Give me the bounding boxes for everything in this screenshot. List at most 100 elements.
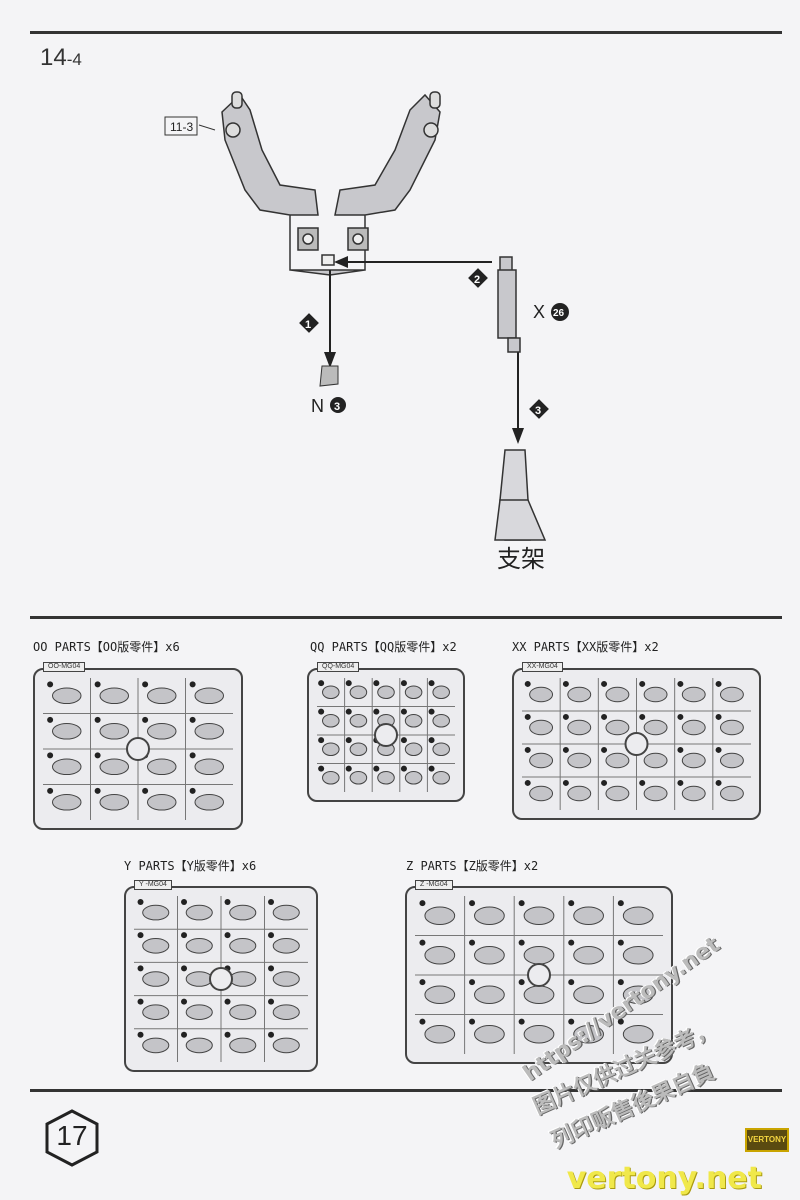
part-n-letter: N (311, 396, 324, 416)
part-number-dot (419, 979, 426, 986)
part-number-dot (469, 1018, 476, 1025)
runner-part (681, 719, 706, 736)
part-number-dot (419, 939, 426, 946)
part-number-dot (524, 746, 531, 753)
part-number-dot (318, 765, 325, 772)
part-number-dot (47, 787, 54, 794)
part-number-dot (617, 1018, 624, 1025)
z-parts-label: Z PARTS【Z版零件】x2 (406, 859, 539, 873)
runner-part (194, 793, 224, 811)
runner-part (605, 785, 630, 802)
runner-tag: XX-MG04 (522, 662, 563, 672)
runner-part (719, 686, 744, 703)
step-title: 14-4 (40, 44, 82, 72)
runner-part (377, 685, 395, 700)
part-number-dot (677, 779, 684, 786)
part-number-dot (142, 787, 149, 794)
part-number-dot (518, 1018, 525, 1025)
runner-part (573, 985, 604, 1004)
runner-part (424, 946, 456, 965)
runner-part (322, 742, 340, 757)
runner-part (605, 686, 630, 703)
runner-part (523, 906, 555, 925)
part-x-letter: X (533, 302, 545, 322)
runner-part (229, 937, 257, 954)
runner-qq: QQ-MG04 (307, 662, 465, 802)
part-number-dot (268, 898, 275, 905)
part-number-dot (137, 898, 144, 905)
runner-parts (522, 678, 751, 810)
runner-xx: XX-MG04 (512, 662, 761, 820)
arrow-2-head (334, 256, 348, 268)
runner-part (643, 752, 668, 769)
part-number-dot (639, 713, 646, 720)
part-number-dot (715, 680, 722, 687)
runner-part (404, 713, 423, 728)
part-number-dot (601, 746, 608, 753)
runner-part (643, 686, 668, 703)
ref-label: 11-3 (170, 120, 193, 134)
part-number-dot (373, 680, 380, 687)
runner-part (52, 758, 82, 776)
part-number-dot (345, 737, 352, 744)
part-number-dot (639, 779, 646, 786)
runner-part (719, 719, 744, 736)
runner-part (349, 713, 368, 728)
part-number-dot (469, 979, 476, 986)
runner-part (681, 785, 706, 802)
runner-part (432, 685, 450, 700)
part-number-dot (562, 779, 569, 786)
part-number-dot (524, 680, 531, 687)
part-number-dot (224, 898, 231, 905)
part-number-dot (142, 681, 149, 688)
runner-part (229, 1004, 257, 1021)
runner-part (719, 785, 744, 802)
part-n-badge (330, 397, 346, 413)
part-number-dot (181, 965, 188, 972)
part-number-dot (268, 965, 275, 972)
runner-part (622, 1025, 654, 1044)
runner-part (185, 1037, 213, 1054)
part-number-dot (181, 998, 188, 1005)
y-parts-label: Y PARTS【Y版零件】x6 (124, 859, 257, 873)
runner-part (272, 1004, 300, 1021)
part-number-dot (318, 737, 325, 744)
runner-part (147, 687, 177, 705)
runner-part (424, 985, 456, 1004)
part-number-dot (677, 680, 684, 687)
runner-tag: Z -MG04 (415, 880, 453, 890)
runner-part (404, 742, 423, 757)
part-number-dot (400, 765, 407, 772)
part-number-dot (601, 779, 608, 786)
part-number-dot (715, 779, 722, 786)
runner-part (529, 785, 554, 802)
runner-part (605, 752, 630, 769)
part-number-dot (617, 939, 624, 946)
runner-oo: OO-MG04 (33, 662, 243, 830)
qq-parts-label: QQ PARTS【QQ版零件】x2 (310, 640, 457, 654)
runner-part (322, 685, 340, 700)
part-number-dot (419, 900, 426, 907)
runner-part (185, 971, 213, 987)
part-number-dot (400, 708, 407, 715)
runner-part (622, 985, 654, 1004)
runner-part (52, 687, 82, 705)
runner-part (432, 713, 450, 728)
runner-part (432, 770, 450, 785)
part-number-dot (181, 932, 188, 939)
part-number-dot (94, 681, 101, 688)
runner-part (142, 937, 170, 954)
runner-part (567, 752, 592, 769)
part-number-dot (318, 680, 325, 687)
part-number-dot (181, 1031, 188, 1038)
runner-part (349, 685, 368, 700)
runner-part (567, 719, 592, 736)
ref-box (164, 116, 216, 136)
arrow-3-head (512, 428, 524, 444)
part-number-dot (181, 898, 188, 905)
part-number-dot (562, 713, 569, 720)
runner-part (147, 793, 177, 811)
oo-parts-label: OO PARTS【OO版零件】x6 (33, 640, 180, 654)
part-number-dot (715, 713, 722, 720)
part-number-dot (373, 708, 380, 715)
